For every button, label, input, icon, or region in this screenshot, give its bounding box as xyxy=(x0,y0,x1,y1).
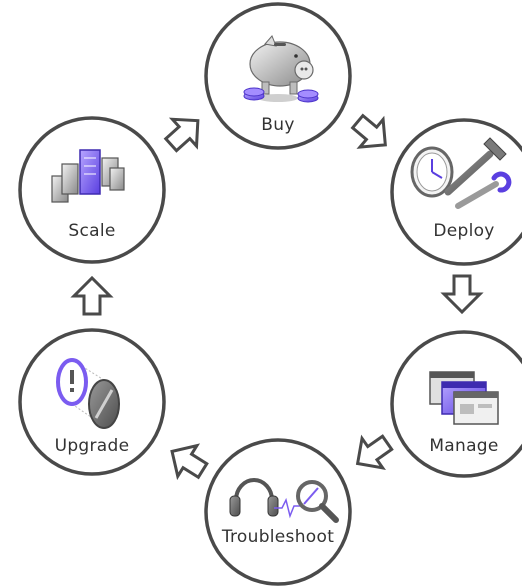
node-upgrade: Upgrade xyxy=(18,328,166,476)
windows-stack-icon xyxy=(429,371,499,425)
node-manage: Manage xyxy=(390,330,522,478)
arrow-upgrade-to-scale xyxy=(70,275,114,316)
node-label-buy: Buy xyxy=(261,115,294,135)
node-label-troubleshoot: Troubleshoot xyxy=(221,527,334,547)
arrow-scale-to-buy xyxy=(163,117,200,153)
node-label-manage: Manage xyxy=(429,436,498,456)
node-buy: Buy xyxy=(204,2,352,150)
node-label-scale: Scale xyxy=(68,221,115,241)
clock-hammer-wrench-icon xyxy=(410,137,512,209)
node-label-upgrade: Upgrade xyxy=(55,436,130,456)
node-label-deploy: Deploy xyxy=(433,221,494,241)
arrow-manage-to-troubleshoot xyxy=(355,434,394,470)
arrow-troubleshoot-to-upgrade xyxy=(170,443,209,481)
server-cluster-icon xyxy=(51,149,125,203)
arrow-deploy-to-manage xyxy=(440,274,484,315)
node-scale: Scale xyxy=(18,116,166,264)
node-deploy: Deploy xyxy=(390,118,522,266)
node-troubleshoot: Troubleshoot xyxy=(204,438,352,586)
warning-disc-icon xyxy=(56,358,120,429)
piggy-bank-icon xyxy=(243,35,319,103)
arrow-buy-to-deploy xyxy=(350,113,387,149)
headset-magnifier-icon xyxy=(229,478,339,523)
